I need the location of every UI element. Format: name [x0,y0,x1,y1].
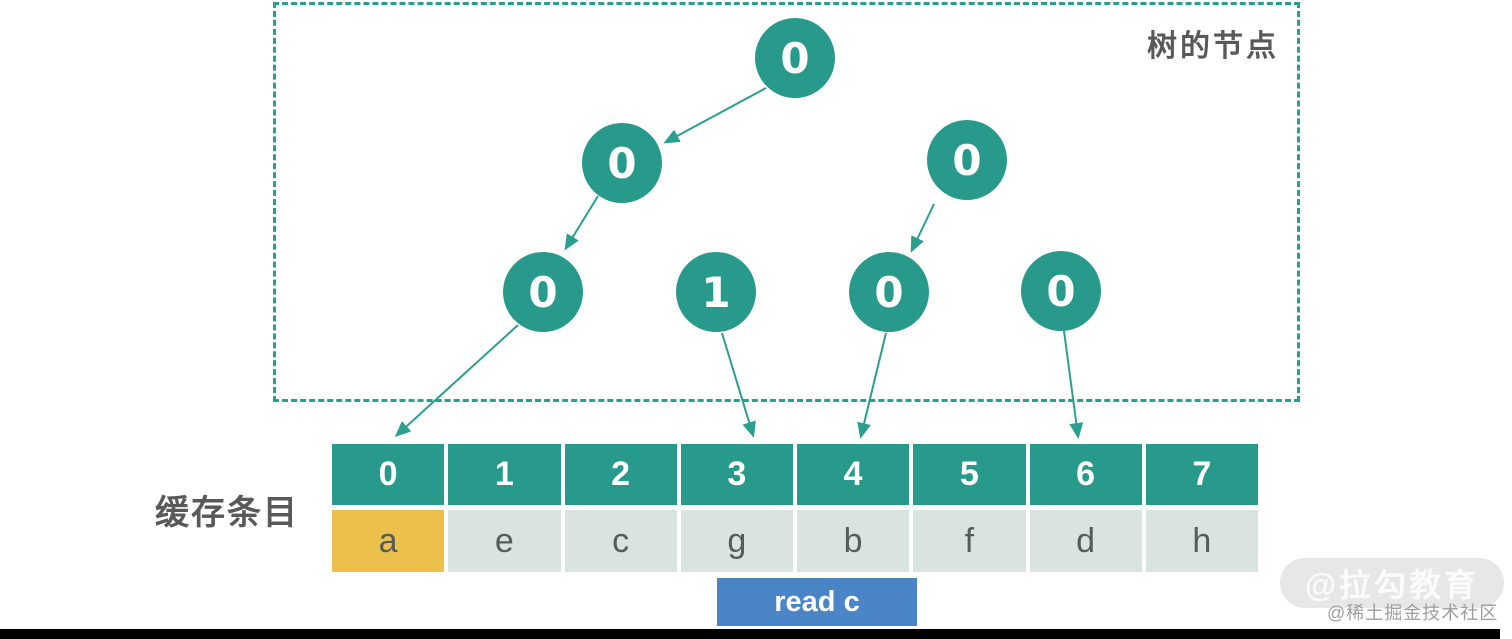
cache-value-cell-highlighted: a [332,510,445,572]
cache-value-cell: c [564,510,677,572]
read-action-button[interactable]: read c [717,578,917,626]
cache-index-cell: 1 [448,444,561,505]
cache-index-cell: 2 [564,444,677,505]
tree-node-right: 0 [927,120,1007,200]
cache-table: 0 1 2 3 4 5 6 7 a e c g b f d h [332,444,1258,572]
watermark-text: @稀土掘金技术社区 [1327,603,1499,623]
tree-node-root: 0 [755,18,835,98]
tree-node-right-right: 0 [1021,251,1101,331]
bottom-bar [0,629,1500,639]
cache-value-cell: g [680,510,793,572]
tree-region-label: 树的节点 [1147,30,1279,63]
cache-value-cell: f [913,510,1026,572]
cache-value-row: a e c g b f d h [332,510,1258,572]
cache-index-cell: 7 [1145,444,1258,505]
cache-value-cell: e [448,510,561,572]
cache-index-cell: 5 [913,444,1026,505]
tree-node-left: 0 [582,123,662,203]
cache-value-cell: b [797,510,910,572]
cache-index-cell: 3 [680,444,793,505]
cache-value-cell: h [1145,510,1258,572]
cache-index-cell: 4 [797,444,910,505]
tree-boundary-box: 树的节点 [273,2,1300,402]
tree-node-left-right: 1 [676,252,756,332]
tree-node-left-left: 0 [503,252,583,332]
cache-index-row: 0 1 2 3 4 5 6 7 [332,444,1258,505]
cache-entries-label: 缓存条目 [155,494,299,532]
cache-index-cell: 0 [332,444,445,505]
tree-node-right-left: 0 [849,252,929,332]
cache-index-cell: 6 [1029,444,1142,505]
cache-value-cell: d [1029,510,1142,572]
watermark-pill: @拉勾教育 [1280,558,1504,608]
